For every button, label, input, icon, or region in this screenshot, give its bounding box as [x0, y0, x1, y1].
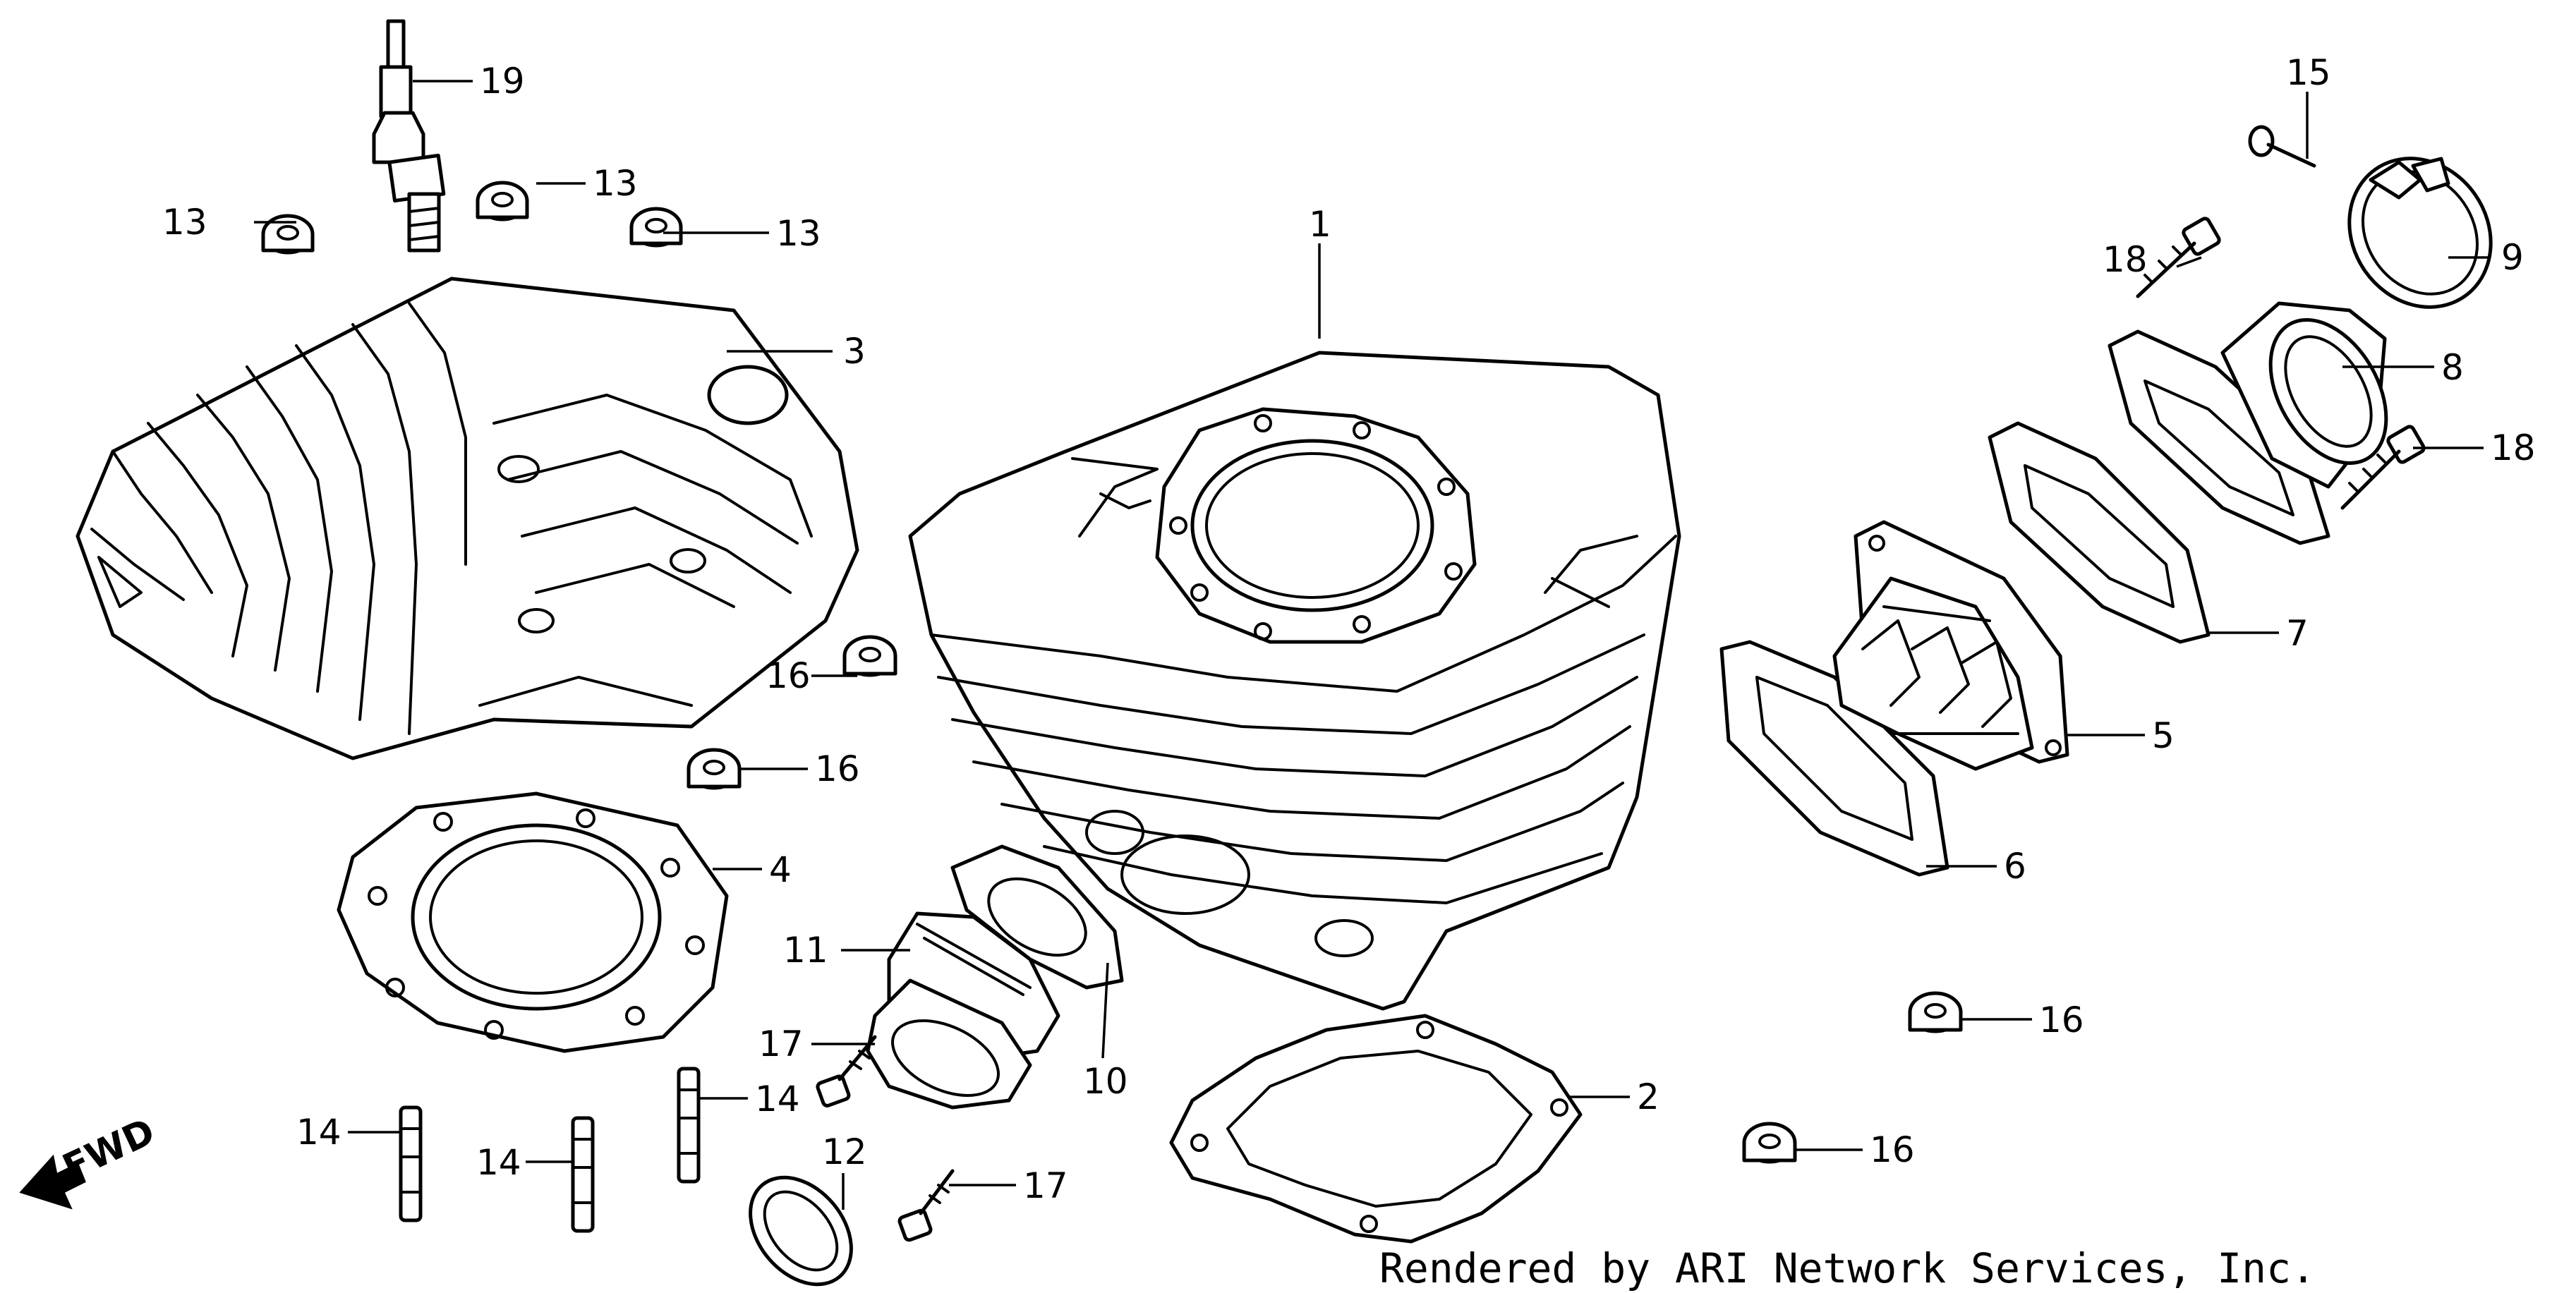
- base-gasket-part-2: [1169, 1014, 1583, 1244]
- callout-labels: 1 2 3 4 5 6 7 8 9 10 11 12 13 13 13 14 1…: [162, 52, 2536, 1206]
- stud-14b: [571, 1116, 595, 1233]
- callout-16-right: 16: [2039, 1000, 2084, 1040]
- callout-8: 8: [2441, 347, 2464, 388]
- stud-14a: [399, 1105, 423, 1222]
- nut-13c: [629, 207, 683, 248]
- clamp-screw-part-15: [2248, 125, 2316, 168]
- fwd-label: FWD: [56, 1110, 162, 1189]
- bolt-18b: [2340, 425, 2426, 510]
- callout-11: 11: [783, 930, 828, 971]
- nut-16a: [842, 635, 897, 677]
- callout-3: 3: [843, 331, 866, 372]
- callout-13-right: 13: [776, 213, 821, 254]
- callout-18-lower: 18: [2491, 427, 2536, 468]
- reed-gasket-part-6: [1719, 640, 1949, 877]
- spark-plug-part-19: [372, 19, 446, 253]
- exhaust-flange-part-11: [866, 911, 1060, 1110]
- callout-12: 12: [822, 1131, 867, 1172]
- callout-13-left: 13: [162, 202, 207, 243]
- callout-14-right: 14: [755, 1079, 800, 1119]
- callout-7: 7: [2286, 613, 2309, 654]
- callout-17-lower: 17: [1023, 1165, 1068, 1206]
- reed-valve-part-5: [1832, 520, 2069, 771]
- cylinder-head-part-3: [75, 277, 859, 760]
- callout-16-bottom: 16: [1870, 1129, 1915, 1170]
- forward-arrow-icon: FWD: [19, 1110, 162, 1210]
- stud-14c: [677, 1067, 701, 1184]
- ring-part-12: [749, 1175, 853, 1287]
- nut-13a: [261, 214, 315, 255]
- render-credit: Rendered by ARI Network Services, Inc.: [1379, 1244, 2316, 1292]
- callout-14-middle: 14: [476, 1142, 521, 1183]
- intake-gasket-part-7: [1988, 421, 2211, 644]
- callout-1: 1: [1309, 204, 1331, 245]
- nut-16d: [1742, 1122, 1797, 1164]
- callout-18-upper: 18: [2103, 239, 2148, 280]
- callout-16-upper: 16: [766, 655, 811, 696]
- bolt-17a: [816, 1035, 877, 1107]
- leader-lines: [254, 80, 2491, 1210]
- callout-17-upper: 17: [758, 1024, 804, 1064]
- callout-19: 19: [480, 61, 525, 102]
- head-gasket-part-4: [337, 791, 729, 1053]
- callout-10: 10: [1083, 1061, 1128, 1102]
- callout-5: 5: [2152, 715, 2175, 756]
- callout-2: 2: [1637, 1076, 1659, 1117]
- cylinder-part-1: [908, 351, 1681, 1011]
- callout-13-top: 13: [593, 163, 638, 204]
- nut-13b: [476, 181, 529, 221]
- callout-16-middle: 16: [815, 748, 860, 789]
- bolt-18a: [2136, 217, 2221, 298]
- callout-4: 4: [769, 849, 792, 890]
- nut-16c: [1908, 991, 1963, 1033]
- bolt-17b: [897, 1169, 955, 1242]
- callout-15: 15: [2286, 52, 2331, 93]
- callout-14-left: 14: [296, 1112, 341, 1153]
- nut-16b: [687, 748, 742, 790]
- callout-6: 6: [2004, 846, 2026, 887]
- callout-9: 9: [2501, 237, 2524, 278]
- clamp-band-part-9: [2347, 157, 2493, 309]
- intake-manifold-part-8: [2108, 301, 2388, 545]
